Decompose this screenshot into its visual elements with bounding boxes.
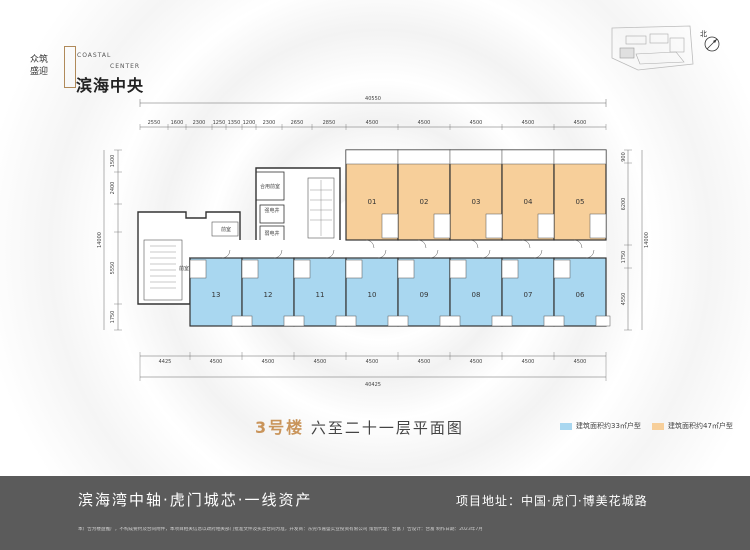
right-dimensions: 900 6200 1750 4550 14000	[621, 149, 650, 331]
top-dim-3: 1250	[213, 120, 226, 126]
plan-title: 3号楼 六至二十一层平面图	[255, 414, 464, 438]
north-arrow-icon	[704, 36, 720, 52]
unit-label-06: 06	[576, 291, 585, 299]
unit-label-09: 09	[420, 291, 429, 299]
top-dim-2: 2300	[193, 120, 206, 126]
unit-label-10: 10	[368, 291, 377, 299]
top-dim-13: 4500	[574, 120, 587, 126]
plan-title-floors: 六至二十一层平面图	[310, 419, 464, 437]
north-label: 北	[700, 30, 707, 38]
unit-label-02: 02	[420, 198, 429, 206]
bottom-dim-5: 4500	[418, 359, 431, 365]
core-label-1: 前室	[179, 265, 189, 272]
legend-47sqm: 建筑面积约47㎡户型	[652, 421, 733, 431]
unit-label-13: 13	[212, 291, 221, 299]
bottom-dim-3: 4500	[314, 359, 327, 365]
bottom-units: 13 12 11 10 09 08 07 06	[189, 257, 611, 327]
logo-english-left: COASTAL	[77, 52, 112, 59]
logo-chinese: 滨海中央	[76, 76, 145, 95]
logo-english-right: CENTER	[110, 63, 141, 70]
logo-mark-icon	[64, 46, 76, 88]
unit-label-08: 08	[472, 291, 481, 299]
unit-label-01: 01	[368, 198, 377, 206]
unit-label-12: 12	[264, 291, 273, 299]
unit-label-03: 03	[472, 198, 481, 206]
top-dim-10: 4500	[418, 120, 431, 126]
unit-label-07: 07	[524, 291, 533, 299]
bottom-dim-0: 4425	[159, 359, 172, 365]
top-segment-dimensions: 2550 1600 2300 1250 1350 1200 2300 2650 …	[139, 120, 607, 130]
footer-address: 项目地址：中国·虎门·博美花城路	[456, 494, 648, 508]
left-dim-0: 1500	[110, 155, 116, 168]
bottom-dim-6: 4500	[470, 359, 483, 365]
bottom-dim-4: 4500	[366, 359, 379, 365]
legend-swatch-orange	[652, 422, 664, 430]
plan-title-building: 3号楼	[255, 418, 305, 437]
footer-slogan: 滨海湾中轴·虎门城芯·一线资产	[78, 491, 313, 509]
left-dimensions: 14000 1500 2400 5550 1750	[97, 149, 122, 331]
top-dim-0: 2550	[148, 120, 161, 126]
right-dim-3: 4550	[621, 293, 627, 306]
top-dim-7: 2650	[291, 120, 304, 126]
core-label-4: 前室	[221, 226, 231, 233]
bottom-dim-2: 4500	[262, 359, 275, 365]
right-total-label: 14000	[644, 232, 650, 248]
project-logo: 众筑盛迎 COASTAL CENTER 滨海中央	[30, 28, 160, 95]
door-swings	[221, 239, 595, 259]
bottom-dimensions: 4425 4500 4500 4500 4500 4500 4500 4500 …	[139, 352, 607, 388]
left-dim-1: 2400	[110, 182, 116, 195]
floor-plan-svg: 北 40550 2550 1600 2300 1250 1350 1200 23…	[97, 25, 720, 388]
left-dim-3: 5550	[110, 262, 116, 275]
top-dim-5: 1200	[243, 120, 256, 126]
unit-label-04: 04	[524, 198, 533, 206]
top-units: 01 02 03 04 05	[345, 149, 607, 241]
core-label-3: 弱电井	[264, 230, 279, 237]
legend-label-47: 建筑面积约47㎡户型	[668, 422, 733, 430]
core-label-0: 合用前室	[260, 183, 280, 190]
unit-label-05: 05	[576, 198, 585, 206]
legend-label-33: 建筑面积约33㎡户型	[576, 422, 641, 430]
right-dim-1: 6200	[621, 198, 627, 211]
bottom-total-label: 40425	[365, 382, 381, 388]
top-dim-11: 4500	[470, 120, 483, 126]
right-dim-0: 900	[621, 152, 627, 162]
footer-band	[0, 476, 750, 550]
legend-33sqm: 建筑面积约33㎡户型	[560, 421, 641, 431]
top-dim-12: 4500	[522, 120, 535, 126]
left-dim-4: 1750	[110, 311, 116, 324]
left-total-label: 14000	[97, 232, 103, 248]
bottom-dim-1: 4500	[210, 359, 223, 365]
top-dim-4: 1350	[228, 120, 241, 126]
logo-small-text: 众筑盛迎	[30, 55, 49, 77]
top-total-label: 40550	[365, 96, 381, 102]
top-dim-1: 1600	[171, 120, 184, 126]
bottom-dim-8: 4500	[574, 359, 587, 365]
top-dim-9: 4500	[366, 120, 379, 126]
footer-disclaimer: 本广告为楼盘推广，不构成要约及合同附件，本项目相关信息以政府相关部门批准文件及买…	[78, 527, 483, 532]
legend-swatch-blue	[560, 422, 572, 430]
corridor	[190, 240, 606, 258]
site-key-plan	[611, 25, 694, 71]
core-label-2: 强电井	[264, 207, 279, 214]
bottom-dim-7: 4500	[522, 359, 535, 365]
top-total-dimension: 40550	[139, 96, 607, 107]
right-dim-2: 1750	[621, 251, 627, 264]
top-dim-8: 2850	[323, 120, 336, 126]
unit-label-11: 11	[316, 291, 325, 299]
top-dim-6: 2300	[263, 120, 276, 126]
